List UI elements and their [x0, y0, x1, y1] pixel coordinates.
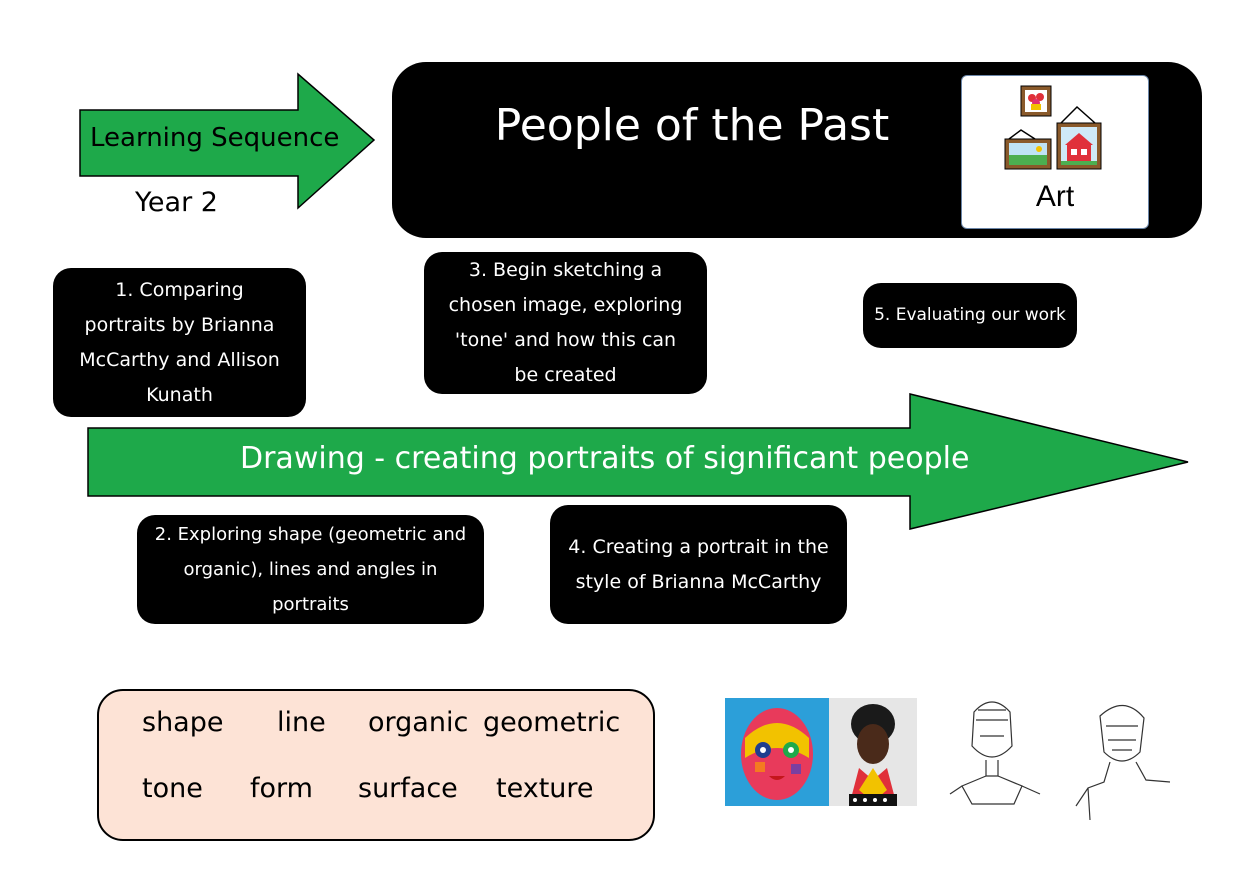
subject-label: Art — [1035, 180, 1075, 213]
step-2-text: 2. Exploring shape (geometric and organi… — [154, 524, 467, 615]
art-frames-icon — [1004, 85, 1102, 170]
step-4-text: 4. Creating a portrait in the style of B… — [568, 535, 829, 593]
step-1-box: 1. Comparing portraits by Brianna McCart… — [53, 268, 306, 417]
step-3-text: 3. Begin sketching a chosen image, explo… — [448, 259, 683, 386]
learning-sequence-arrow — [79, 72, 376, 210]
sketch-portrait-image — [949, 701, 1171, 821]
step-3-box: 3. Begin sketching a chosen image, explo… — [424, 252, 707, 394]
vocab-word: surface — [358, 773, 458, 804]
theme-arrow — [87, 393, 1189, 530]
vocabulary-box: shape line organic geometric tone form s… — [97, 689, 655, 841]
vocab-word: tone — [142, 773, 203, 804]
step-5-text: 5. Evaluating our work — [874, 305, 1066, 325]
vocab-word: texture — [496, 773, 594, 804]
beaded-portrait-image — [829, 698, 917, 806]
year-label: Year 2 — [135, 187, 218, 218]
step-4-box: 4. Creating a portrait in the style of B… — [550, 505, 847, 624]
theme-label: Drawing - creating portraits of signific… — [240, 441, 970, 476]
vocab-word: form — [250, 773, 313, 804]
vocab-word: line — [277, 707, 326, 738]
learning-sequence-label: Learning Sequence — [90, 123, 340, 153]
step-1-text: 1. Comparing portraits by Brianna McCart… — [79, 278, 280, 406]
step-2-box: 2. Exploring shape (geometric and organi… — [137, 515, 484, 624]
vocab-word: shape — [142, 707, 224, 738]
colorful-portrait-image — [725, 698, 829, 806]
vocab-word: geometric — [483, 707, 621, 738]
vocab-word: organic — [368, 707, 469, 738]
page-title: People of the Past — [494, 100, 890, 151]
subject-card — [961, 75, 1149, 229]
step-5-box: 5. Evaluating our work — [863, 283, 1077, 348]
